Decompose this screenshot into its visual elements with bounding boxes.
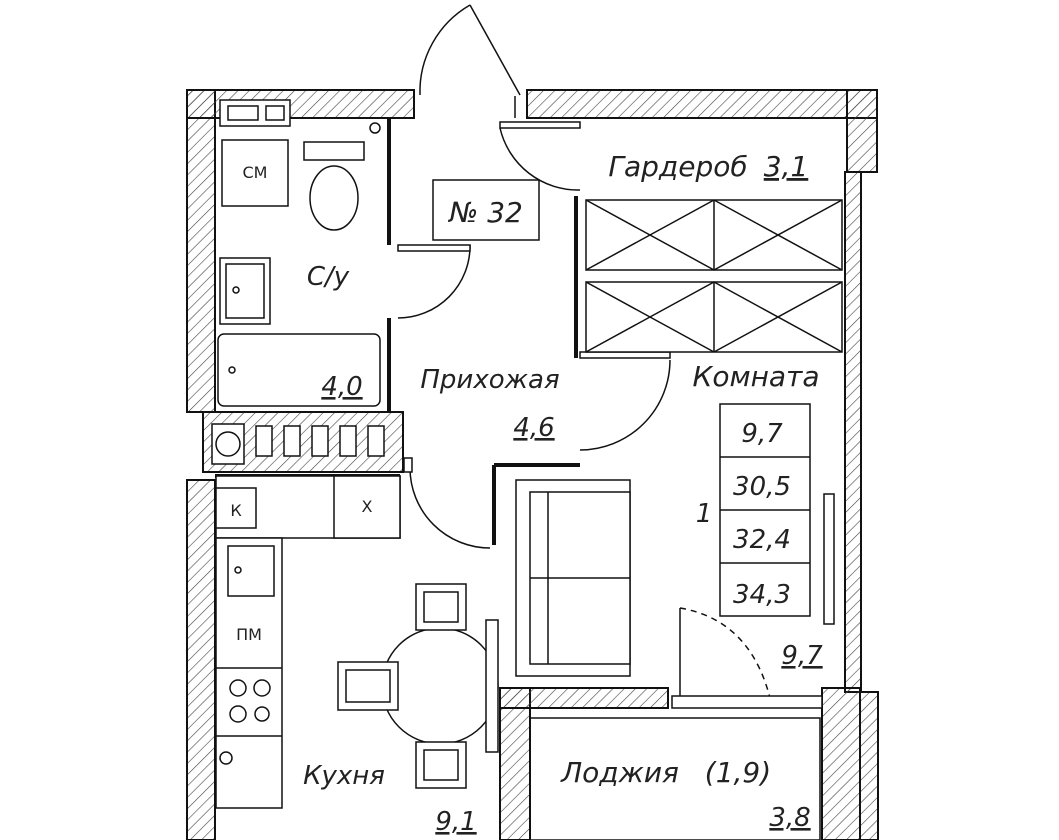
wardrobe-name: Гардероб [608,150,747,183]
ventilation-shafts [211,423,385,465]
area-value-living: 9,7 [741,419,783,449]
hallway-name: Прихожая [420,365,559,395]
doors [397,4,823,709]
wardrobe-closet: Гардероб 3,1 [585,150,843,353]
kitchen-name: Кухня [303,761,385,791]
apartment-number: № 32 [447,196,523,229]
area-value-total-loggia: 34,3 [733,580,791,610]
loggia-area-coef: (1,9) [705,756,771,789]
loggia-area: 3,8 [769,803,810,833]
area-table: 1 9,7 30,5 32,4 34,3 [696,403,811,617]
tv-stand [823,493,835,625]
area-value-total: 30,5 [733,472,791,502]
rooms-count: 1 [696,499,713,529]
kitchen-area: 9,1 [435,807,476,837]
room-name: Комната [692,360,819,393]
toilet [309,165,359,231]
dishwasher-label: ПМ [236,625,262,644]
hallway-area: 4,6 [513,413,554,443]
washer-label: СМ [243,163,268,182]
bathroom-name: С/у [307,262,350,292]
bathroom-area: 4,0 [321,372,362,402]
loggia-name: Лоджия [560,756,679,789]
cabinet-label: К [230,501,242,520]
wardrobe-area: 3,1 [764,150,809,183]
apartment-number-box: № 32 [432,179,540,241]
bathroom-fixtures: СМ С/у 4,0 [217,99,381,407]
kitchen-fixtures: К Х ПМ [215,475,401,809]
washing-machine [221,139,289,207]
sofa [515,479,631,677]
bathtub [217,333,381,407]
loggia-outline [529,717,821,840]
dining-table [337,583,499,789]
room-area: 9,7 [781,641,823,671]
fridge-label: Х [362,497,373,516]
area-value-total-loggia-coef: 32,4 [733,525,791,555]
